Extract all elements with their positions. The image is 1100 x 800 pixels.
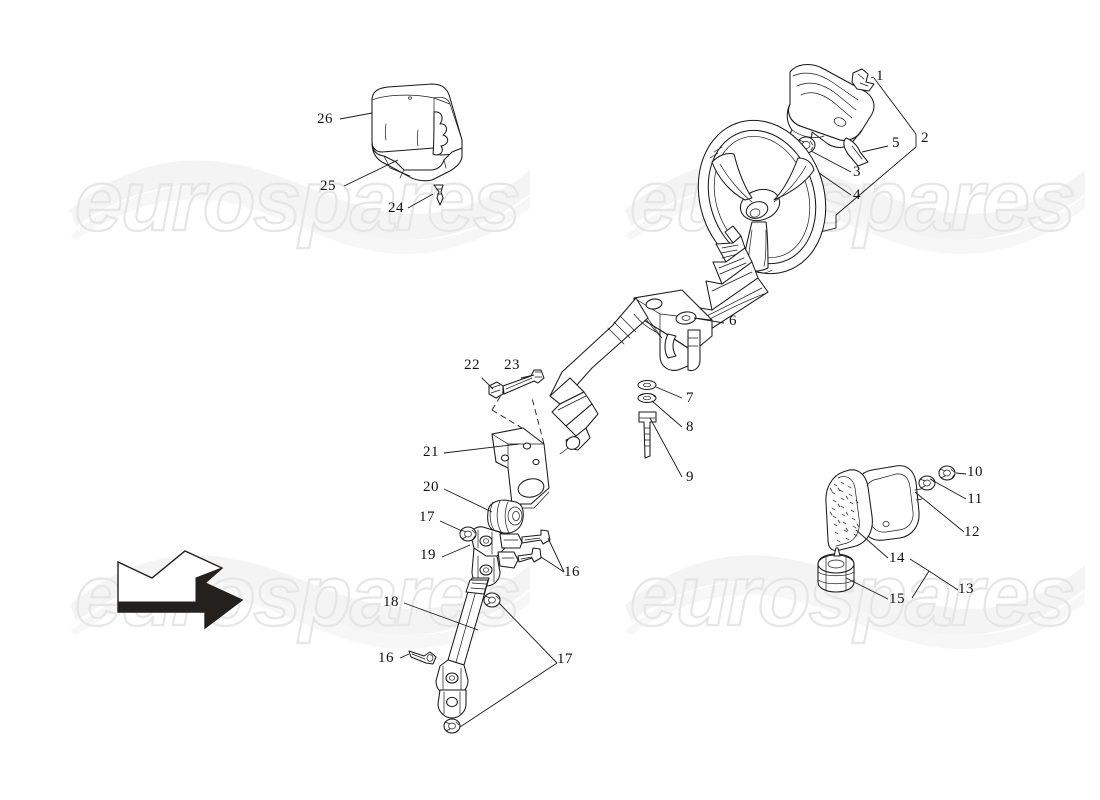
callout-3: 3: [853, 164, 861, 180]
part-nut-22: [488, 381, 504, 399]
part-nut-17-upper: [459, 526, 477, 542]
callout-9: 9: [686, 469, 694, 485]
part-bellows-20: [487, 499, 524, 534]
part-upper-shroud-26: [371, 83, 463, 156]
part-bolt-16-upper: [521, 529, 551, 545]
part-nut-17-mid: [483, 592, 501, 608]
part-bushing-15: [817, 553, 855, 593]
callout-4: 4: [853, 187, 861, 203]
callout-15: 15: [889, 591, 905, 607]
leader-7: [655, 386, 683, 399]
leader-1-a: [870, 76, 875, 79]
leader-17-b: [459, 662, 558, 728]
leader-23: [520, 374, 535, 379]
callout-21: 21: [423, 444, 439, 460]
leader-20: [443, 488, 493, 513]
callout-1: 1: [876, 68, 884, 84]
callout-11: 11: [967, 491, 982, 507]
leader-11: [929, 478, 967, 500]
leader-9: [649, 417, 683, 478]
part-lever-stem: [833, 547, 841, 557]
callout-16-left: 16: [378, 650, 394, 666]
part-column-tube: [549, 297, 657, 455]
leader-19: [441, 544, 471, 558]
leader-10: [955, 472, 967, 475]
callout-8: 8: [686, 419, 694, 435]
callout-7: 7: [686, 390, 694, 406]
callout-17-right: 17: [557, 651, 573, 667]
leader-25: [343, 159, 399, 187]
part-universal-joint-lower: [435, 659, 469, 719]
callout-18: 18: [383, 594, 399, 610]
part-mount-bracket-21: [491, 391, 550, 509]
callout-10: 10: [967, 464, 983, 480]
part-handle-14: [825, 469, 873, 551]
callout-2: 2: [921, 130, 929, 146]
part-lower-shroud-25: [371, 141, 463, 182]
callout-26: 26: [317, 111, 333, 127]
leader-3: [810, 150, 852, 173]
callout-6: 6: [729, 313, 737, 329]
callout-12: 12: [964, 524, 980, 540]
leader-5: [861, 145, 889, 153]
callout-16-right: 16: [564, 564, 580, 580]
eurospares-logo-arrow: [117, 550, 244, 630]
part-nut-17-bottom: [443, 718, 461, 734]
callout-17-left: 17: [419, 509, 435, 525]
callout-13: 13: [958, 581, 974, 597]
part-clip-1: [851, 68, 875, 92]
part-universal-joint-19: [470, 526, 523, 587]
part-bolt-23: [502, 369, 545, 395]
callout-19: 19: [420, 547, 436, 563]
leader-22: [481, 377, 494, 390]
leader-16-b: [540, 556, 565, 573]
part-bolt-16-lower: [517, 547, 542, 563]
leader-12: [914, 491, 965, 533]
leader-17-a: [498, 602, 558, 664]
part-screw-24: [433, 184, 444, 206]
part-column-bracket-6: [633, 289, 713, 371]
part-nut-10: [938, 465, 956, 481]
callout-5: 5: [892, 135, 900, 151]
leader-15: [845, 577, 889, 600]
callout-24: 24: [388, 200, 404, 216]
part-bolt-16-left: [408, 650, 437, 665]
leader-1: [873, 77, 917, 135]
part-washer-7: [637, 379, 657, 391]
part-lower-shaft-18: [447, 577, 490, 666]
leader-17-upper: [439, 520, 463, 532]
leader-14: [855, 529, 889, 559]
leader-13-c: [911, 570, 930, 599]
callout-14: 14: [889, 550, 905, 566]
leader-24: [407, 193, 434, 209]
leader-16-left: [399, 653, 410, 659]
leader-16-a: [547, 537, 565, 573]
leader-26: [339, 112, 373, 120]
leader-6: [693, 317, 725, 324]
leader-18: [403, 602, 479, 631]
callout-25: 25: [320, 178, 336, 194]
part-bolt-9: [638, 411, 657, 459]
part-washer-8: [637, 392, 657, 404]
callout-20: 20: [423, 479, 439, 495]
part-washer-11: [918, 475, 936, 491]
leader-21: [443, 443, 520, 454]
callout-23: 23: [504, 357, 520, 373]
leader-8: [651, 400, 683, 428]
callout-22: 22: [464, 357, 480, 373]
leader-13-b: [909, 558, 930, 572]
leader-13-a: [928, 570, 959, 591]
